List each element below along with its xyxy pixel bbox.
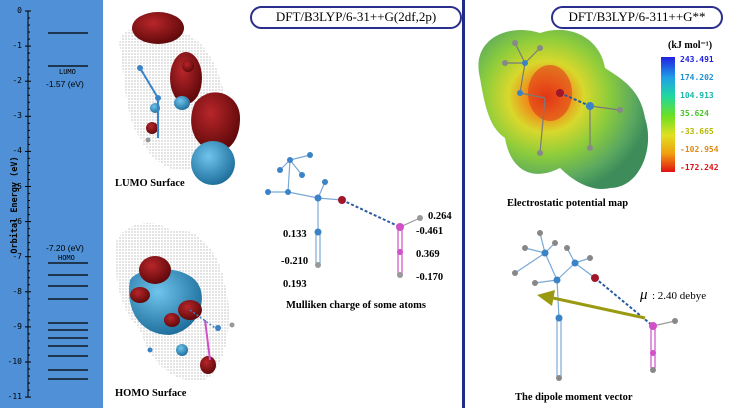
mulliken-molecule xyxy=(265,152,423,278)
charge-label: 0.133 xyxy=(283,229,307,240)
charge-label: -0.210 xyxy=(281,256,309,267)
dipole-symbol: μ xyxy=(640,287,648,303)
axis-tick-label: -11 xyxy=(7,392,22,402)
energy-level-chart xyxy=(25,10,88,398)
dipole-molecule xyxy=(512,230,678,381)
scale-value: -33.665 xyxy=(680,127,714,136)
lumo-value: -1.57 (eV) xyxy=(46,79,84,89)
axis-tick-label: -1 xyxy=(12,41,22,51)
axis-tick-label: -7 xyxy=(12,251,22,261)
homo-label: HOMO xyxy=(58,254,75,262)
homo-surface-image xyxy=(115,222,235,381)
axis-tick-label: -3 xyxy=(12,111,22,121)
mulliken-caption: Mulliken charge of some atoms xyxy=(286,300,426,311)
homo-caption: HOMO Surface xyxy=(115,388,187,399)
charge-label: 0.369 xyxy=(416,249,440,260)
axis-tick-label: -8 xyxy=(12,286,22,296)
charge-label: -0.461 xyxy=(416,226,444,237)
esp-caption: Electrostatic potential map xyxy=(507,198,629,209)
lumo-label: LUMO xyxy=(59,68,76,76)
axis-tick-label: -9 xyxy=(12,321,22,331)
axis-tick-label: -6 xyxy=(12,216,22,226)
homo-value: -7.20 (eV) xyxy=(46,243,84,253)
scale-value: -172.242 xyxy=(680,163,719,172)
charge-label: 0.193 xyxy=(283,279,307,290)
axis-tick-label: -2 xyxy=(12,76,22,86)
section-divider xyxy=(462,0,465,408)
charge-label: -0.170 xyxy=(416,272,444,283)
axis-tick-label: 0 xyxy=(17,6,22,15)
lumo-surface-image xyxy=(119,12,240,185)
esp-color-scale xyxy=(661,57,675,172)
lumo-caption: LUMO Surface xyxy=(115,178,185,189)
axis-tick-label: -10 xyxy=(7,357,22,366)
dipole-caption: The dipole moment vector xyxy=(515,392,633,403)
scale-value: 104.913 xyxy=(680,91,714,100)
scale-value: -102.954 xyxy=(680,145,719,154)
orbital-energy-panel: 0 -1 -2 -3 -4 -5 -6 -7 -8 -9 -10 -11 Orbital Energy… xyxy=(0,0,103,408)
energy-axis-title: Orbital Energy (eV) xyxy=(10,156,20,254)
left-method-box: DFT/B3LYP/6-31++G(2df,2p) xyxy=(250,6,462,29)
esp-map-image xyxy=(478,29,649,189)
scale-value: 243.491 xyxy=(680,55,714,64)
scale-unit: (kJ mol⁻¹) xyxy=(668,40,713,51)
axis-tick-label: -5 xyxy=(12,181,22,191)
right-method-box: DFT/B3LYP/6-311++G** xyxy=(551,6,723,29)
scale-value: 174.202 xyxy=(680,73,714,82)
dipole-arrow xyxy=(552,296,646,320)
dipole-value: : 2.40 debye xyxy=(652,290,707,302)
scale-value: 35.624 xyxy=(680,109,709,118)
axis-tick-label: -4 xyxy=(12,146,22,156)
charge-label: 0.264 xyxy=(428,211,452,222)
